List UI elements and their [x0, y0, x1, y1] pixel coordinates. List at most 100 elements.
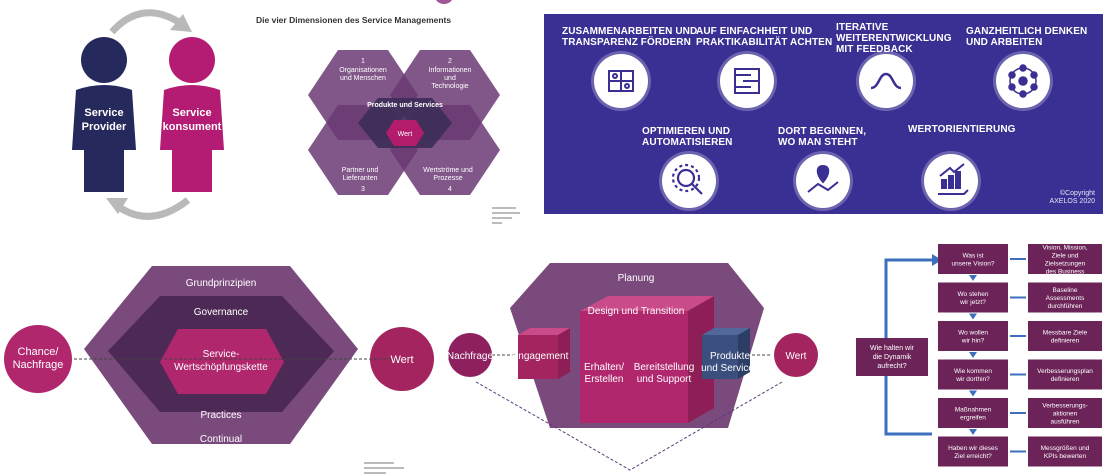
ci-action-4-label-1: Verbesserungsplan	[1037, 368, 1093, 375]
service-value-chain-diagram: Nachfrage Wert Planung Design und Transi…	[447, 263, 818, 471]
dim2-label-2: und	[444, 75, 456, 82]
provider-label-1: Service	[84, 107, 123, 119]
engagement-label: Engagement	[512, 351, 569, 362]
value-chain-label-1: Service-	[203, 349, 240, 360]
service-value-chain-panel: Nachfrage Wert Planung Design und Transi…	[446, 258, 826, 476]
ci-down-arrow-4	[969, 390, 977, 397]
dim4-label-1: Wertströme und	[423, 167, 473, 174]
ci-action-box-1	[1028, 244, 1102, 274]
ci-action-1-label-2: Ziele und	[1052, 253, 1079, 260]
dimensions-title: Die vier Dimensionen des Service Managem…	[256, 15, 451, 25]
service-value-system-panel: Chance/ Nachfrage Wert Grundprinzipien G…	[0, 234, 440, 476]
value-chain-hexagon	[160, 329, 284, 394]
map-pin-icon	[796, 154, 850, 208]
opportunity-label-1: Chance/	[18, 346, 60, 358]
sustain-momentum-box	[856, 338, 928, 376]
ci-question-box-2	[938, 282, 1008, 313]
sustain-label-1: Wie halten wir	[870, 345, 915, 352]
value-circle	[774, 333, 818, 377]
ci-action-box-2	[1028, 282, 1102, 313]
dim3-label-1: Partner und	[342, 167, 379, 174]
demand-circle	[448, 333, 492, 377]
dim2-label-3: Technologie	[431, 83, 468, 90]
ci-question-1-label-2: unsere Vision?	[952, 261, 995, 268]
ci-question-box-3	[938, 321, 1008, 351]
arrow-head-top	[170, 14, 192, 32]
puzzle-icon	[594, 54, 648, 108]
illegible-footnote-right	[492, 207, 520, 224]
design-transition-label: Design und Transition	[588, 306, 685, 317]
service-value-system-diagram: Chance/ Nachfrage Wert Grundprinzipien G…	[4, 266, 434, 474]
improvement-label: Verbesserung	[605, 430, 667, 441]
dim4-number: 4	[448, 186, 452, 193]
engagement-cube	[518, 328, 570, 379]
demand-label: Nachfrage	[447, 351, 494, 362]
ci-question-box-5	[938, 398, 1008, 428]
ci-action-3-label-1: Messbare Ziele	[1043, 330, 1088, 337]
products-services-label-2: und Services	[701, 363, 759, 374]
loop-icon	[859, 54, 913, 108]
products-services-label: Produkte und Services	[367, 102, 443, 109]
hand-growth-chart-icon	[924, 154, 978, 208]
ci-action-6-label-1: Messgrößen und	[1041, 445, 1090, 452]
opportunity-demand-circle	[4, 325, 72, 393]
sustain-label-3: aufrecht?	[877, 363, 906, 370]
deliver-support-label-2: und Support	[637, 374, 692, 385]
plan-label: Planung	[618, 273, 655, 284]
dim3-number: 3	[361, 186, 365, 193]
ci-down-arrow-2	[969, 313, 977, 320]
opportunity-label-2: Nachfrage	[13, 359, 64, 371]
ci-question-box-1	[938, 244, 1008, 274]
provider-consumer-figure: Service Provider Service konsument	[72, 9, 224, 220]
ci-question-3-label-1: Wo wollen	[958, 330, 988, 337]
svc-central-cube	[580, 296, 714, 423]
ci-action-5-label-2: aktionen	[1053, 411, 1078, 418]
ci-down-arrow-1	[969, 275, 977, 281]
dim2-label-1: Informationen	[429, 67, 472, 74]
products-services-cube	[702, 328, 750, 379]
dim2-number: 2	[448, 58, 452, 65]
decor-dot	[436, 0, 452, 4]
maze-icon	[720, 54, 774, 108]
governance-label: Governance	[194, 307, 249, 318]
exchange-arrow-bottom	[113, 197, 191, 220]
practices-label: Practices	[200, 410, 241, 421]
ci-action-3-label-2: definieren	[1051, 338, 1080, 345]
consumer-person-icon	[160, 37, 224, 192]
four-dimensions-diagram: Die vier Dimensionen des Service Managem…	[256, 0, 520, 224]
provider-consumer-panel: Service Provider Service konsument	[40, 0, 250, 225]
improvement-label-1: Continual	[200, 434, 242, 445]
ci-question-5-label-2: ergreifen	[960, 415, 986, 422]
provider-person-icon	[72, 37, 136, 192]
dim3-label-2: Lieferanten	[342, 175, 377, 182]
ci-action-box-5	[1028, 398, 1102, 428]
ci-action-6-label-2: KPIs bewerten	[1044, 453, 1087, 460]
ci-question-1-label-1: Was ist	[962, 253, 983, 260]
four-dimensions-panel: Die vier Dimensionen des Service Managem…	[248, 0, 538, 230]
sustain-label-2: die Dynamik	[873, 354, 912, 361]
continual-improvement-diagram: Wie halten wir die Dynamik aufrecht? Was…	[856, 244, 1102, 467]
ci-question-3-label-2: wir hin?	[961, 338, 985, 345]
ci-action-box-4	[1028, 359, 1102, 390]
value-circle	[370, 327, 434, 391]
ci-question-box-4	[938, 359, 1008, 390]
exchange-arrow-top	[109, 9, 184, 35]
dim4-label-2: Prozesse	[433, 175, 462, 182]
products-services-label-1: Produkte	[710, 351, 750, 362]
obtain-build-label-2: Erstellen	[585, 374, 624, 385]
ci-action-4-label-2: definieren	[1051, 376, 1080, 383]
improvement-label-2: Improvement	[192, 445, 251, 456]
ci-action-1-label-1: Vision, Mission,	[1042, 245, 1087, 252]
obtain-build-label-1: Erhalten/	[584, 362, 624, 373]
principle-7-title: WERTORIENTIERUNG	[908, 124, 1016, 135]
dim1-label-2: und Menschen	[340, 75, 386, 82]
ci-question-6-label-2: Ziel erreicht?	[954, 453, 992, 460]
ci-question-2-label-2: wir jetzt?	[959, 299, 986, 306]
